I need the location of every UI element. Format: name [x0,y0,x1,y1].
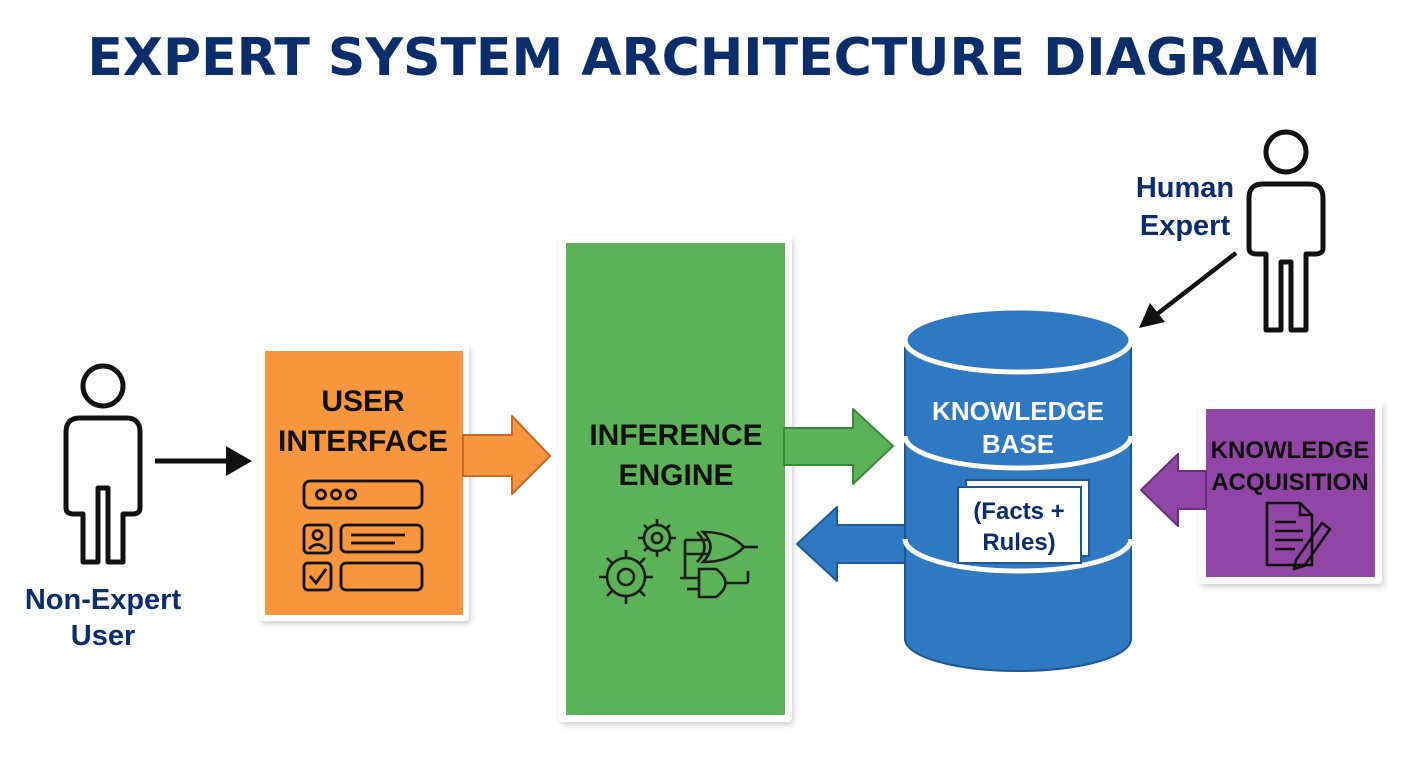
non-expert-user-label-line1: Non-Expert [25,584,182,616]
user-interface-box: USER INTERFACE [259,345,469,621]
arrow-expert-to-kb-head [1139,303,1165,328]
non-expert-user-person-icon [63,363,143,565]
user-interface-label-line1: USER [321,385,405,418]
user-interface-label-line2: INTERFACE [278,425,448,458]
non-expert-user: Non-Expert User [25,363,182,652]
gears-icon [599,519,676,604]
human-expert-label-line2: Expert [1140,210,1231,242]
facts-rules-document: (Facts + Rules) [957,479,1090,564]
arrow-user-to-ui-head [226,446,252,476]
arrow-ui-to-inference [462,415,551,495]
document-pen-icon [1265,501,1332,571]
knowledge-base-database: KNOWLEDGE BASE (Facts + Rules) [902,305,1134,672]
arrow-kb-to-inference [796,506,911,582]
knowledge-acquisition-label-line1: KNOWLEDGE [1211,437,1370,464]
arrow-inference-to-kb [783,408,894,485]
non-expert-user-label-line2: User [71,620,136,652]
arrow-expert-to-kb-line [1150,251,1238,320]
logic-gates-icon [680,530,758,599]
inference-engine-label-line1: INFERENCE [589,419,762,452]
arrow-acquisition-to-kb [1140,453,1207,527]
diagram-title: EXPERT SYSTEM ARCHITECTURE DIAGRAM [87,28,1321,88]
human-expert-person-icon [1246,129,1326,333]
human-expert: Human Expert [1136,129,1326,333]
inference-engine-box: INFERENCE ENGINE [559,236,792,722]
knowledge-acquisition-box: KNOWLEDGE ACQUISITION [1199,402,1382,584]
form-icon [302,479,424,592]
facts-rules-line2: Rules) [982,529,1055,556]
knowledge-base-label-line2: BASE [982,429,1054,459]
inference-engine-label-line2: ENGINE [618,459,733,492]
human-expert-label-line1: Human [1136,172,1234,204]
knowledge-acquisition-label-line2: ACQUISITION [1211,469,1368,496]
facts-rules-line1: (Facts + [973,498,1064,525]
knowledge-base-label-line1: KNOWLEDGE [932,396,1104,426]
